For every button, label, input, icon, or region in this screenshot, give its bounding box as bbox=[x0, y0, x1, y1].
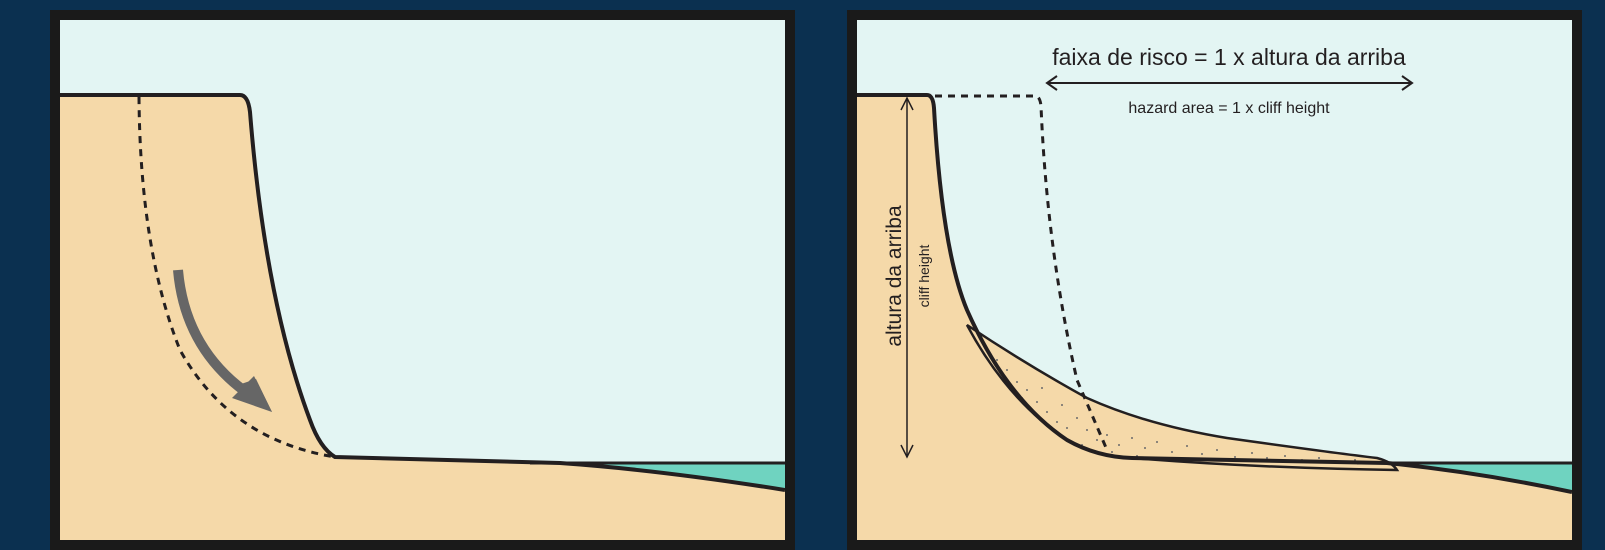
hazard-area-arrow bbox=[1045, 75, 1414, 91]
right-diagram: faixa de risco = 1 x altura da arriba ha… bbox=[857, 20, 1572, 540]
hazard-label-en: hazard area = 1 x cliff height bbox=[1128, 100, 1330, 117]
hazard-label-pt: faixa de risco = 1 x altura da arriba bbox=[1052, 44, 1406, 70]
cliff-body bbox=[60, 95, 785, 540]
former-cliff-line bbox=[935, 94, 1109, 451]
right-panel: faixa de risco = 1 x altura da arriba ha… bbox=[847, 10, 1582, 550]
cliff-height-label-pt: altura da arriba bbox=[883, 205, 906, 347]
cliff-body bbox=[857, 95, 1572, 540]
cliff-outline bbox=[60, 93, 785, 492]
left-panel bbox=[50, 10, 795, 550]
cliff-height-label-en: cliff height bbox=[916, 244, 932, 307]
cliff-height-arrow bbox=[900, 96, 914, 459]
cliff-outline bbox=[857, 93, 1572, 494]
talus-texture bbox=[986, 349, 1373, 464]
left-diagram bbox=[60, 20, 785, 540]
curved-arrow-icon bbox=[173, 269, 272, 412]
